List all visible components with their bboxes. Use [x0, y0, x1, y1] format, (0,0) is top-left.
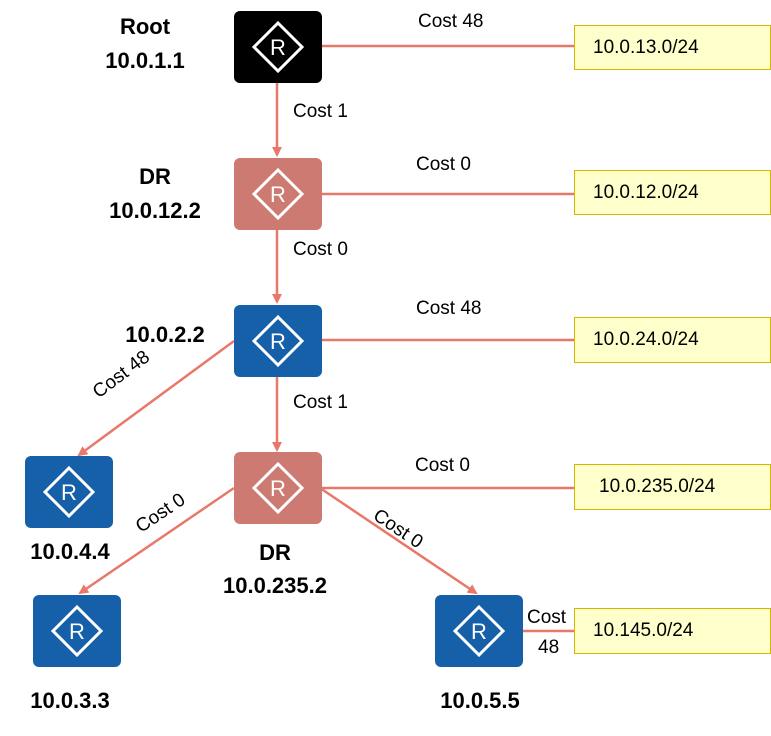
label-root-title: Root — [119, 14, 171, 39]
router-diamond-shape — [251, 20, 305, 74]
cost-root-n13: Cost 48 — [418, 11, 484, 32]
label-r22-ip: 10.0.2.2 — [125, 322, 205, 347]
router-diamond-shape — [452, 604, 506, 658]
router-diamond-shape — [251, 461, 305, 515]
router-10-0-4-4[interactable]: R — [25, 456, 113, 528]
router-letter-glyph: R — [69, 619, 85, 644]
router-letter-glyph: R — [270, 35, 286, 60]
router-diamond-R-icon: R — [251, 20, 305, 74]
cost-root-dr1: Cost 1 — [293, 101, 348, 122]
label-dr1-title: DR — [139, 164, 171, 189]
network-10-0-24-0: 10.0.24.0/24 — [574, 317, 771, 363]
router-dr-10-0-235-2[interactable]: R — [234, 452, 322, 524]
link-dr2-r33 — [78, 486, 235, 595]
network-10-0-13-0: 10.0.13.0/24 — [574, 25, 771, 70]
label-dr1-ip: 10.0.12.2 — [109, 198, 201, 223]
label-r44-ip: 10.0.4.4 — [30, 539, 110, 564]
cost-dr1-n12: Cost 0 — [416, 154, 471, 175]
cost-dr2-n235: Cost 0 — [415, 455, 470, 476]
label-dr2-title: DR — [259, 540, 291, 565]
cost-dr1-r22: Cost 0 — [293, 239, 348, 260]
cost-r22-dr2: Cost 1 — [293, 392, 348, 413]
router-letter-glyph: R — [270, 329, 286, 354]
link-r22-r44 — [77, 339, 235, 457]
router-dr-10-0-12-2[interactable]: R — [234, 158, 322, 230]
link-dr2-r55 — [319, 486, 478, 595]
router-diamond-R-icon: R — [251, 314, 305, 368]
router-diamond-R-icon: R — [251, 461, 305, 515]
label-r55-ip: 10.0.5.5 — [440, 688, 520, 713]
network-10-0-235-0: 10.0.235.0/24 — [574, 464, 771, 510]
router-diamond-R-icon: R — [251, 167, 305, 221]
label-r33-ip: 10.0.3.3 — [30, 688, 110, 713]
network-10-0-12-0: 10.0.12.0/24 — [574, 170, 771, 215]
router-diamond-R-icon: R — [452, 604, 506, 658]
router-10-0-3-3[interactable]: R — [33, 595, 121, 667]
router-diamond-shape — [42, 465, 96, 519]
router-10-0-2-2[interactable]: R — [234, 305, 322, 377]
router-letter-glyph: R — [270, 476, 286, 501]
router-root[interactable]: R — [234, 11, 322, 83]
router-diamond-shape — [251, 314, 305, 368]
router-letter-glyph: R — [61, 480, 77, 505]
cost-r55-n145-line1: Cost — [527, 607, 567, 628]
label-root-ip: 10.0.1.1 — [105, 48, 185, 73]
router-diamond-R-icon: R — [50, 604, 104, 658]
router-diamond-shape — [251, 167, 305, 221]
network-10-145-0: 10.145.0/24 — [574, 608, 771, 654]
router-diamond-R-icon: R — [42, 465, 96, 519]
router-letter-glyph: R — [471, 619, 487, 644]
label-dr2-ip: 10.0.235.2 — [223, 573, 327, 598]
cost-r22-n24: Cost 48 — [416, 298, 482, 319]
router-diamond-shape — [50, 604, 104, 658]
cost-r55-n145-line2: 48 — [538, 637, 560, 658]
router-10-0-5-5[interactable]: R — [435, 595, 523, 667]
router-letter-glyph: R — [270, 182, 286, 207]
